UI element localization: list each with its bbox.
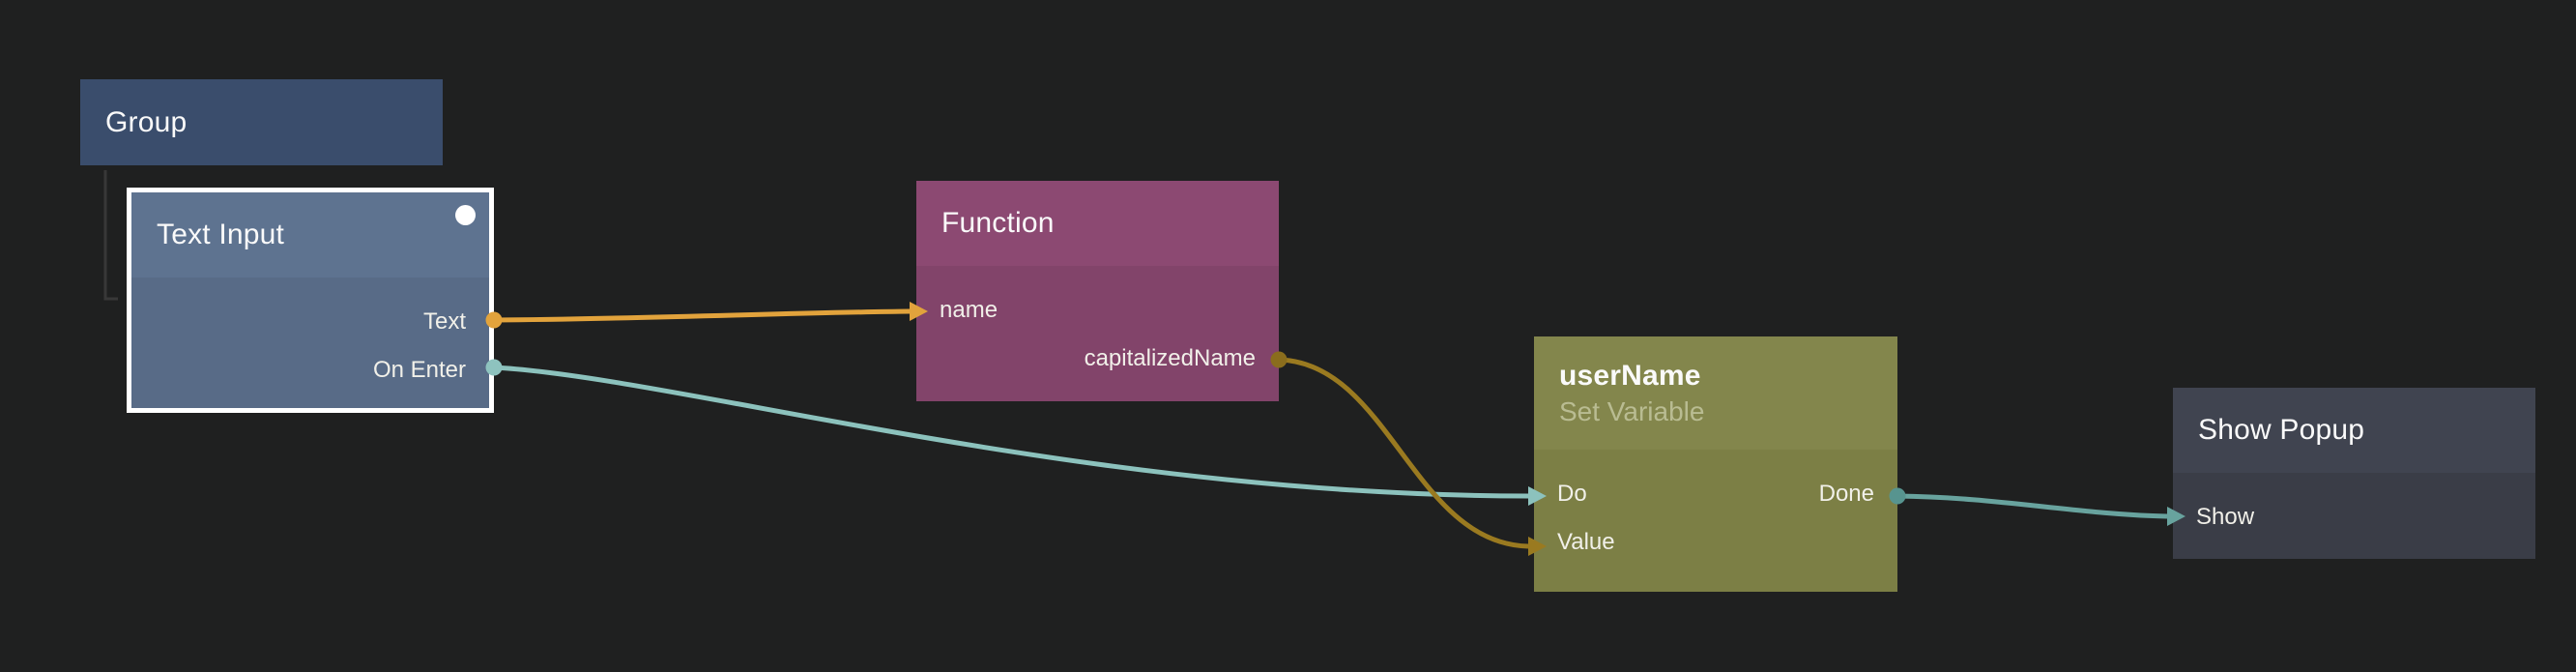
node-show-popup[interactable]: Show Popup Show — [2173, 388, 2535, 559]
node-title: Text Input — [157, 219, 285, 250]
node-header: Text Input — [131, 192, 489, 278]
port-output-text[interactable]: Text — [422, 308, 466, 335]
port-output-on-enter[interactable]: On Enter — [372, 357, 466, 383]
port-row: On Enter — [131, 346, 489, 394]
connection-text-to-name — [485, 302, 928, 329]
node-group[interactable]: Group — [80, 79, 443, 165]
node-username-set-variable[interactable]: userName Set Variable Do Done Value — [1534, 336, 1897, 592]
node-header: userName Set Variable — [1534, 336, 1897, 450]
node-header: Function — [916, 181, 1279, 266]
port-input-show[interactable]: Show — [2196, 504, 2255, 530]
port-output-capitalizedname[interactable]: capitalizedName — [1084, 345, 1256, 371]
port-input-name[interactable]: name — [940, 297, 999, 323]
port-row: Do Done — [1534, 470, 1897, 518]
component-indicator-dot — [455, 205, 476, 225]
node-ports: Do Done Value — [1534, 450, 1897, 592]
port-row: name — [916, 286, 1279, 335]
node-ports: Show — [2173, 473, 2535, 559]
port-input-do[interactable]: Do — [1557, 481, 1587, 507]
wire-text-to-name[interactable] — [493, 308, 911, 323]
connection-done-to-show — [1889, 487, 2185, 526]
node-ports: Text On Enter — [131, 278, 489, 408]
wire-capitalizedname-to-value[interactable] — [1278, 357, 1529, 549]
wire-onenter-to-do[interactable] — [493, 365, 1529, 499]
node-function[interactable]: Function name capitalizedName — [916, 181, 1279, 401]
node-title: Group — [105, 105, 188, 138]
port-row: Value — [1534, 518, 1897, 567]
port-row: Text — [131, 298, 489, 346]
node-title: Function — [941, 207, 1055, 239]
node-subtitle: Set Variable — [1559, 395, 1705, 426]
node-header: Show Popup — [2173, 388, 2535, 473]
port-row: capitalizedName — [916, 335, 1279, 383]
port-row: Show — [2173, 493, 2535, 541]
port-output-done[interactable]: Done — [1818, 481, 1874, 507]
node-text-input[interactable]: Text Input Text On Enter — [127, 188, 494, 413]
hierarchy-edge-group-to-text-input — [103, 170, 118, 301]
node-header: Group — [80, 79, 443, 165]
node-title: userName — [1559, 359, 1701, 392]
connection-capitalizedname-to-value — [1270, 351, 1547, 556]
port-input-value[interactable]: Value — [1557, 529, 1615, 555]
node-ports: name capitalizedName — [916, 266, 1279, 401]
node-title: Show Popup — [2198, 414, 2365, 446]
wire-done-to-show[interactable] — [1896, 493, 2168, 519]
